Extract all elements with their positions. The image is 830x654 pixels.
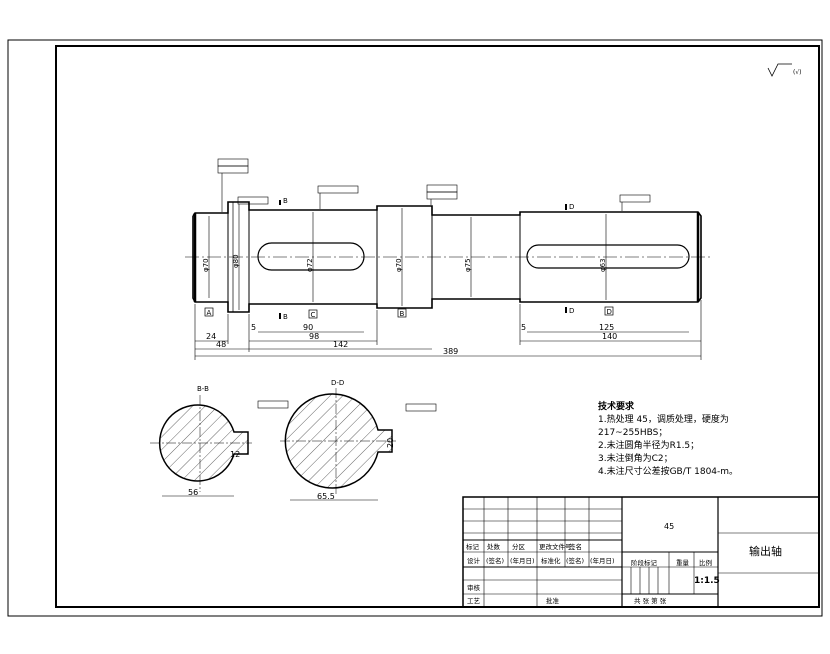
- length-dimensions: 24 48 98 142 389 90 5 5 125 140: [194, 300, 702, 360]
- svg-text:处数: 处数: [487, 542, 501, 551]
- section-b-title: B-B: [197, 385, 209, 393]
- dia-label-1: φ70: [202, 258, 210, 272]
- diameter-labels: φ70 φ80 φ72 φ70 φ75 φ63: [202, 204, 607, 310]
- inner-frame: [55, 45, 820, 608]
- section-b-width: 56: [188, 488, 198, 497]
- svg-text:签名: 签名: [569, 542, 582, 551]
- shaft-outline: [192, 201, 702, 313]
- svg-text:(年月日): (年月日): [510, 556, 535, 565]
- material-label: 45: [664, 522, 674, 531]
- svg-text:D: D: [569, 307, 574, 315]
- section-d-width: 65.5: [317, 492, 335, 501]
- tolerance-frames: [217, 158, 651, 412]
- section-b-b: B-B 56 12: [150, 385, 252, 497]
- tech-line-1: 1.热处理 45，调质处理，硬度为: [598, 413, 729, 425]
- tech-line-3: 2.未注圆角半径为R1.5；: [598, 439, 699, 451]
- scale-value: 1:1.5: [694, 576, 720, 586]
- svg-text:阶段标记: 阶段标记: [631, 558, 658, 567]
- svg-text:标准化: 标准化: [541, 556, 561, 565]
- tech-line-2: 217~255HBS；: [598, 428, 667, 438]
- svg-text:(签名): (签名): [486, 556, 504, 565]
- dim-142: 142: [333, 340, 348, 349]
- tech-title: 技术要求: [598, 400, 635, 412]
- dim-125: 125: [599, 323, 614, 332]
- dia-label-3: φ72: [306, 258, 314, 272]
- keyway-left: [257, 242, 365, 271]
- svg-text:审核: 审核: [467, 583, 481, 592]
- section-d-depth: 20: [386, 438, 395, 448]
- dia-label-4: φ70: [395, 258, 403, 272]
- datum-c-box: [308, 309, 318, 319]
- svg-text:比例: 比例: [699, 558, 712, 567]
- section-b-depth: 12: [230, 450, 240, 459]
- svg-text:A: A: [207, 309, 212, 317]
- svg-text:分区: 分区: [512, 542, 526, 551]
- dia-label-2: φ80: [232, 254, 240, 268]
- section-marks: B B D D: [279, 197, 574, 321]
- tech-requirements: 技术要求 1.热处理 45，调质处理，硬度为 217~255HBS； 2.未注圆…: [598, 400, 738, 477]
- dim-389: 389: [443, 347, 458, 356]
- title-block-text: 标记 处数 分区 更改文件号 签名 设计 (签名) (年月日) 标准化 (签名)…: [466, 522, 782, 605]
- dim-5-right: 5: [521, 323, 526, 332]
- dim-5-left: 5: [251, 323, 256, 332]
- section-d-title: D-D: [331, 379, 344, 387]
- dia-label-6: φ63: [599, 258, 607, 272]
- tech-line-4: 3.未注倒角为C2；: [598, 452, 673, 464]
- roughness-note: (√): [793, 69, 802, 76]
- roughness-symbol: (√): [767, 63, 802, 77]
- svg-text:更改文件号: 更改文件号: [539, 542, 572, 551]
- svg-text:(签名): (签名): [566, 556, 584, 565]
- svg-text:D: D: [607, 308, 612, 316]
- svg-text:B: B: [283, 197, 288, 205]
- svg-text:标记: 标记: [466, 542, 480, 551]
- dim-24: 24: [206, 332, 216, 341]
- datum-boxes: A C B D: [204, 306, 614, 319]
- svg-text:B: B: [400, 310, 405, 318]
- datum-a-box: [204, 307, 214, 317]
- svg-text:重量: 重量: [676, 559, 690, 567]
- svg-text:(年月日): (年月日): [590, 556, 615, 565]
- svg-text:B: B: [283, 313, 288, 321]
- svg-text:D: D: [569, 203, 574, 211]
- svg-text:批准: 批准: [546, 596, 560, 605]
- keyway-right: [526, 244, 690, 269]
- dia-label-5: φ75: [464, 258, 472, 272]
- svg-text:设计: 设计: [467, 556, 481, 565]
- outer-frame: [7, 39, 823, 617]
- svg-text:C: C: [311, 311, 316, 319]
- shaft-main-view: [185, 201, 712, 313]
- svg-text:共 张 第 张: 共 张 第 张: [634, 596, 667, 605]
- dim-140: 140: [602, 332, 617, 341]
- section-d-d: D-D 65.5 20: [280, 379, 396, 501]
- datum-b-box: [397, 308, 407, 318]
- part-name: 输出轴: [749, 544, 782, 558]
- svg-text:工艺: 工艺: [467, 597, 481, 605]
- tech-line-5: 4.未注尺寸公差按GB/T 1804-m。: [598, 465, 738, 477]
- section-d-shape: [284, 393, 393, 489]
- dim-98: 98: [309, 332, 319, 341]
- dim-90: 90: [303, 323, 313, 332]
- title-block: [462, 496, 820, 608]
- datum-d-box: [604, 306, 614, 316]
- dim-48: 48: [216, 340, 226, 349]
